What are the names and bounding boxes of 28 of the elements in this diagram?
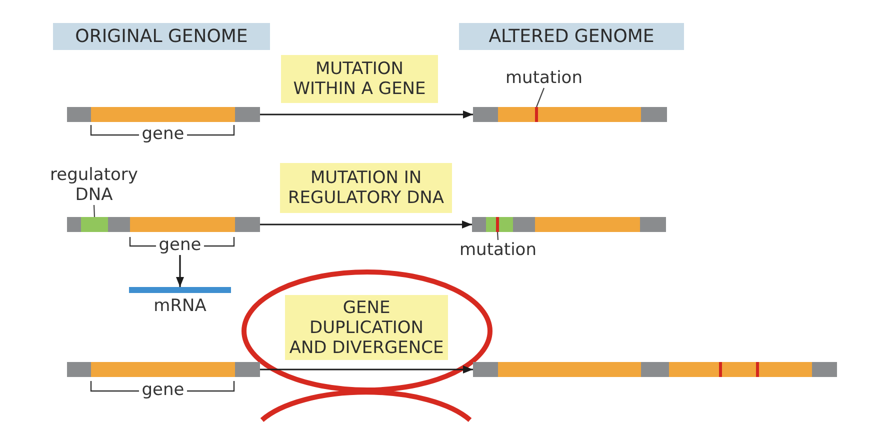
arrow [260,220,472,228]
gene-label: gene [141,124,185,144]
callout-label: mutation [458,240,538,260]
dna-strand [67,107,260,122]
regulatory-region [81,217,108,232]
arrow [260,366,473,374]
dna-strand [473,107,667,122]
dna-strand [473,362,837,377]
leader-line [496,232,499,240]
leader-line [93,204,96,218]
step-label: GENE DUPLICATION AND DIVERGENCE [285,295,448,360]
step-label: MUTATION IN REGULATORY DNA [280,163,452,213]
callout-label: mutation [504,68,584,88]
section-header: ORIGINAL GENOME [53,23,270,50]
strand-label: mRNA [152,296,208,316]
arrow [260,110,473,118]
dna-strand [67,362,260,377]
arrow [176,255,184,287]
step-label: MUTATION WITHIN A GENE [281,55,438,103]
callout-label: regulatory DNA [48,165,140,205]
gene-label: gene [141,380,185,400]
dna-strand [67,217,260,232]
mutation-mark [496,217,499,232]
leader-line [536,88,545,108]
dna-strand [472,217,666,232]
mutation-mark [535,107,538,122]
gene-label: gene [158,235,202,255]
section-header: ALTERED GENOME [459,23,684,50]
